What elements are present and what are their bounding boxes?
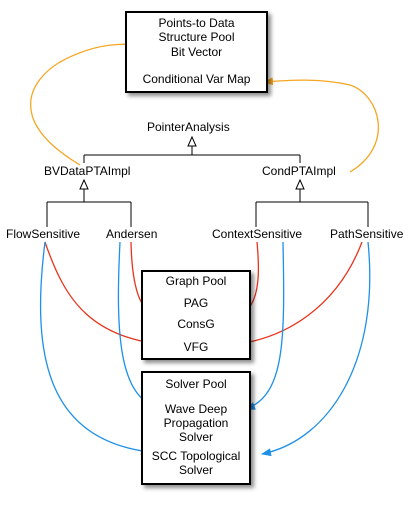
edge-cond-condvarmap xyxy=(263,77,379,173)
class-pointer-analysis: PointerAnalysis xyxy=(147,120,230,134)
class-context-sensitive: ContextSensitive xyxy=(212,227,303,241)
class-andersen: Andersen xyxy=(106,227,158,241)
wave-solver-line2: Propagation xyxy=(163,416,229,430)
class-cond-pta-impl: CondPTAImpl xyxy=(262,164,336,178)
solver-pool-box xyxy=(141,371,251,485)
edge-flowsensitive-scc xyxy=(39,241,151,455)
edge-contextsensitive-wave xyxy=(245,241,285,410)
scc-solver-line1: SCC Topological xyxy=(151,449,241,463)
cond-var-map-label: Conditional Var Map xyxy=(142,72,251,86)
data-structure-pool-box xyxy=(125,11,268,93)
wave-solver-line1: Wave Deep xyxy=(164,402,228,416)
wave-solver-line3: Solver xyxy=(178,430,213,444)
vfg-label: VFG xyxy=(183,340,209,354)
pag-label: PAG xyxy=(183,296,209,310)
inheritance-cond xyxy=(255,178,369,227)
edge-pathsensitive-scc xyxy=(261,241,371,457)
graph-pool-title: Graph Pool xyxy=(165,274,227,288)
class-bvdata-pta-impl: BVDataPTAImpl xyxy=(44,164,131,178)
data-pool-title-line1: Points-to Data xyxy=(158,16,235,30)
inheritance-bvdata xyxy=(46,178,132,227)
solver-pool-title: Solver Pool xyxy=(165,377,227,391)
consg-label: ConsG xyxy=(177,317,215,331)
data-pool-title-line2: Structure Pool xyxy=(158,30,235,44)
scc-solver-line2: Solver xyxy=(178,463,213,477)
class-flow-sensitive: FlowSensitive xyxy=(6,227,81,241)
class-path-sensitive: PathSensitive xyxy=(330,227,404,241)
inheritance-top xyxy=(83,135,301,163)
bit-vector-label: Bit Vector xyxy=(170,45,223,59)
graph-pool-box xyxy=(141,270,251,360)
